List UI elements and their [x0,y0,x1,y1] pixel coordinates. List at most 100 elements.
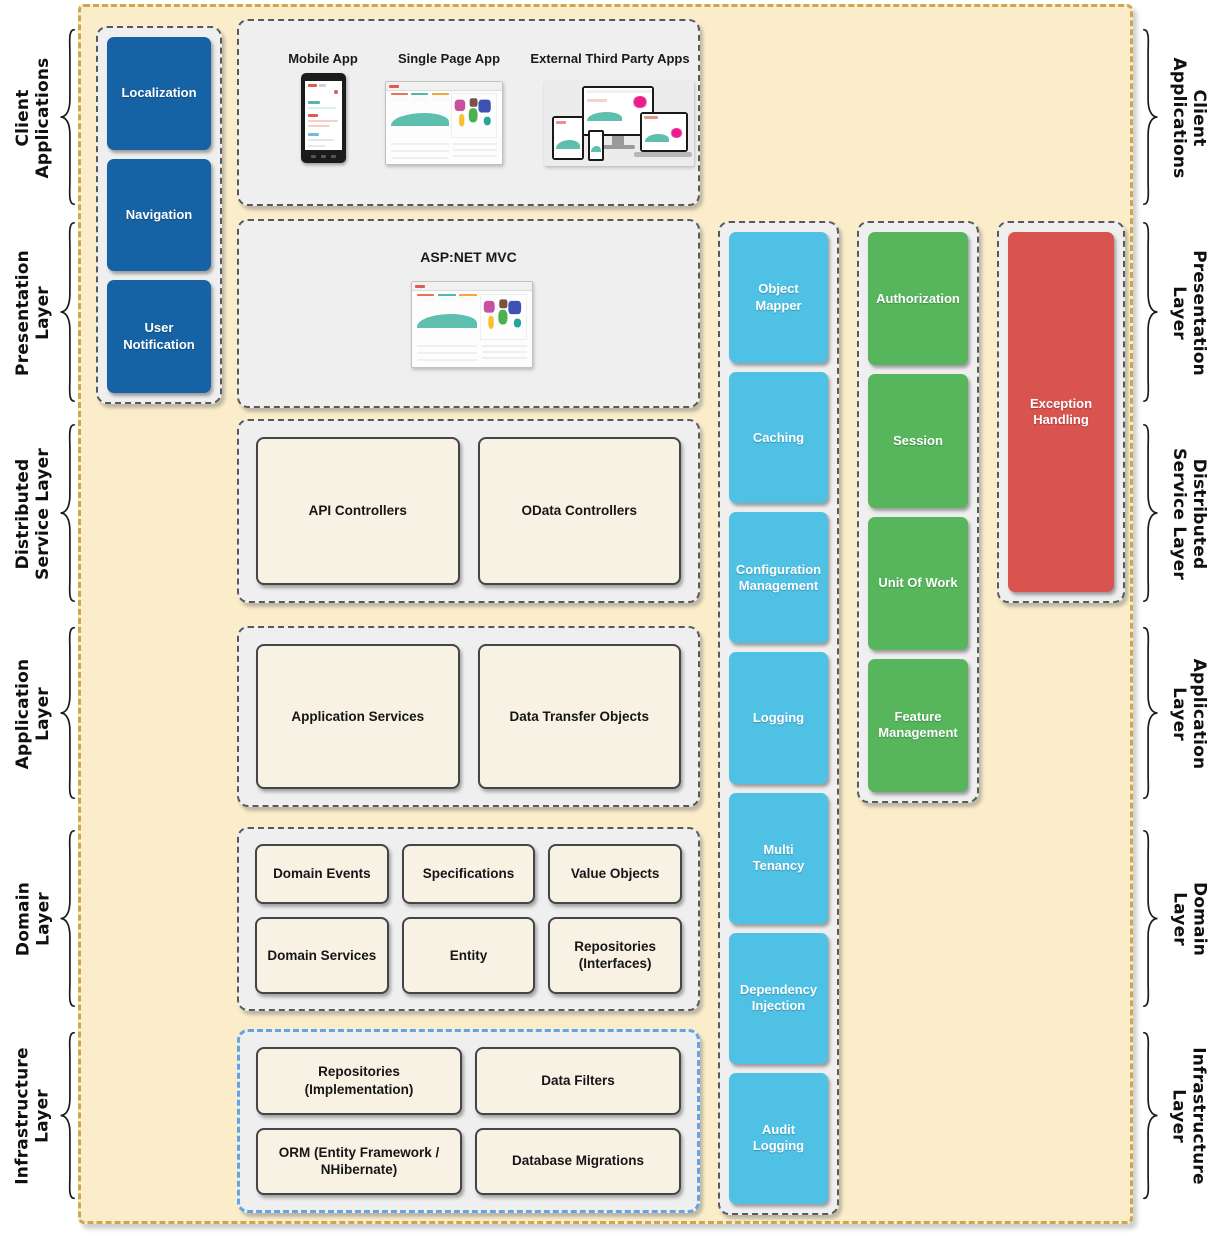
laptop-screen [640,112,688,152]
world-map [451,93,498,139]
label-line: Presentation [1189,250,1210,376]
brace-icon [1143,626,1160,800]
distributed-service-panel: API Controllers OData Controllers [237,419,700,603]
box-domain-events: Domain Events [255,844,389,904]
box-repositories-implementation: Repositories (Implementation) [256,1047,462,1115]
box-unit-of-work: Unit Of Work [868,516,968,650]
client-apps-panel: Mobile App Single Page App External Thir… [237,19,700,206]
brace-icon [1143,28,1160,206]
world-map-shapes [454,98,492,128]
tablet [552,116,584,160]
box-configuration-management: Configuration Management [729,512,828,644]
brace-icon [1143,221,1160,403]
phone-small [588,130,604,161]
brace-icon [1143,423,1160,603]
infrastructure-panel: Repositories (Implementation) Data Filte… [237,1029,700,1213]
brace-icon [58,221,75,403]
label-line: Presentation [12,250,33,376]
widget-rows [390,142,449,160]
label-line: Application [1189,658,1210,770]
box-odata-controllers: OData Controllers [477,437,681,585]
label-line: Service Layer [1169,448,1189,580]
box-authorization: Authorization [868,232,968,366]
label-line: Layer [33,286,53,340]
brace-icon [58,829,75,1008]
domain-panel: Domain Events Specifications Value Objec… [237,827,700,1011]
monitor-stand [612,136,624,145]
single-page-app-image [385,81,503,165]
label-line: Client [1189,89,1210,147]
box-data-filters: Data Filters [475,1047,681,1115]
label-line: Layer [1169,892,1190,946]
aspnet-mvc-title: ASP:NET MVC [420,249,517,265]
label-line: Distributed [1189,458,1210,570]
box-navigation: Navigation [107,158,211,272]
box-api-controllers: API Controllers [256,437,460,585]
aspnet-mvc-image [411,281,533,368]
box-caching: Caching [729,372,828,504]
widget-rows [453,142,498,160]
phone-screen [305,81,342,150]
label-line: Layer [33,892,54,946]
label-line: Layer [1169,687,1189,741]
security-panel: Authorization Session Unit Of Work Featu… [857,221,979,803]
box-dependency-injection: Dependency Injection [729,932,828,1064]
client-app-label-external: External Third Party Apps [530,51,690,66]
label-line: Domain [1189,881,1210,957]
browser-titlebar [412,282,532,291]
presentation-panel: ASP:NET MVC [237,219,700,408]
label-line: Applications [33,57,53,179]
box-localization: Localization [107,37,211,150]
ui-modules-panel: Localization Navigation User Notificatio… [96,26,222,404]
brace-icon [58,28,75,206]
brace-icon [58,626,75,800]
world-map-shapes [483,299,521,329]
client-app-label-mobile: Mobile App [288,51,358,66]
crosscutting-panel: Object Mapper Caching Configuration Mana… [718,221,839,1215]
label-line: Layer [1168,1089,1189,1143]
label-line: Application [12,658,33,770]
box-data-transfer-objects: Data Transfer Objects [477,644,681,789]
browser-titlebar [386,82,502,91]
phone-buttons [311,155,336,159]
brace-icon [58,423,75,603]
label-line: Infrastructure [1188,1047,1209,1185]
box-orm: ORM (Entity Framework / NHibernate) [256,1127,462,1195]
application-panel: Application Services Data Transfer Objec… [237,626,700,807]
box-domain-services: Domain Services [255,916,389,994]
box-object-mapper: Object Mapper [729,232,828,364]
exception-panel: Exception Handling [997,221,1125,603]
box-entity: Entity [401,916,536,994]
client-app-label-spa: Single Page App [397,51,501,66]
box-exception-handling: Exception Handling [1008,232,1114,592]
box-value-objects: Value Objects [548,844,682,904]
stat-cards [390,93,449,102]
area-chart [390,113,449,127]
label-line: Applications [1169,57,1189,179]
box-audit-logging: Audit Logging [729,1072,828,1204]
widget-rows [481,344,528,362]
label-line: Layer [32,1089,53,1143]
label-line: Layer [1169,286,1189,340]
area-chart [416,314,477,328]
mobile-app-image [301,73,346,163]
box-application-services: Application Services [256,644,460,789]
label-line: Domain [13,881,34,957]
external-apps-image [544,80,694,166]
box-multi-tenancy: Multi Tenancy [729,792,828,924]
box-feature-management: Feature Management [868,658,968,792]
stat-cards [416,293,477,303]
label-line: Client [12,89,33,147]
